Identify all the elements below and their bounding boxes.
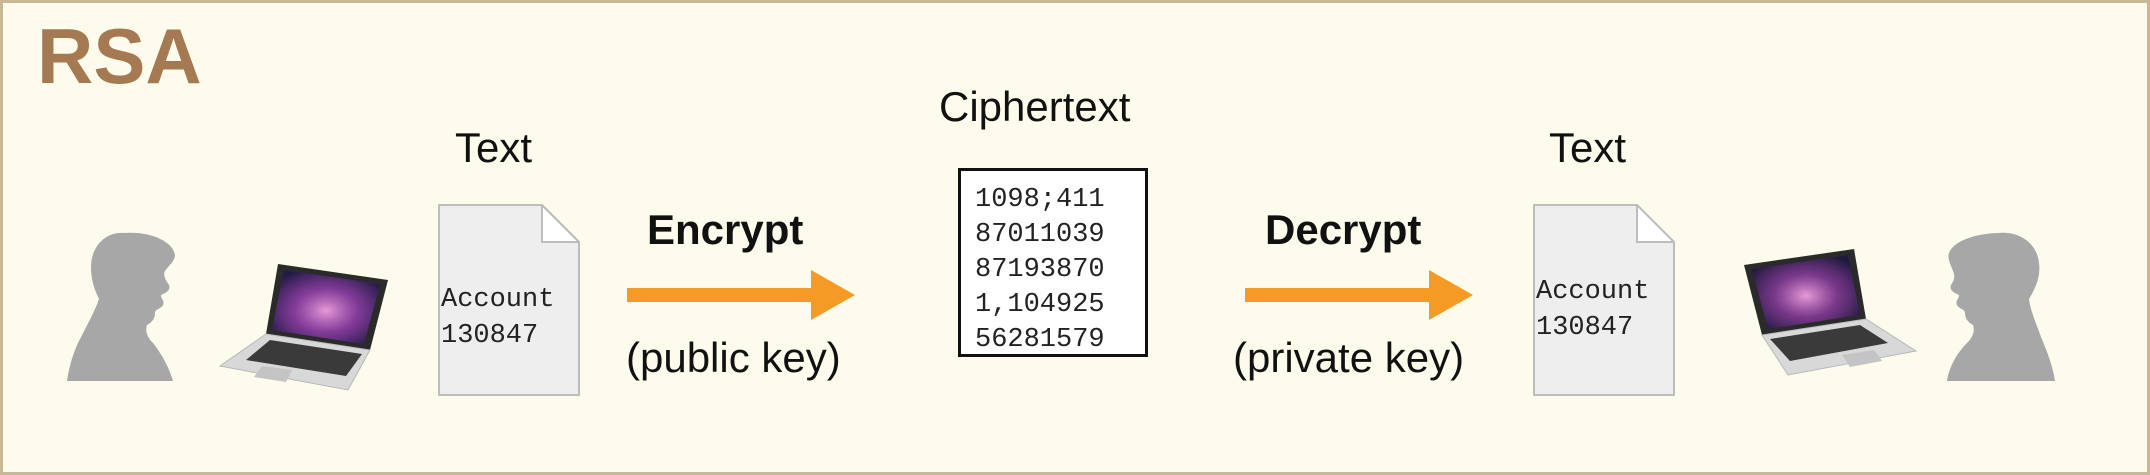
receiver-laptop-icon (1744, 249, 1918, 376)
sender-doc-line-1: Account (441, 285, 555, 315)
cipher-line-3: 87193870 (975, 255, 1105, 285)
sender-document: Account 130847 (438, 204, 580, 396)
receiver-doc-line-2: 130847 (1536, 313, 1634, 343)
public-key-label: (public key) (626, 334, 841, 381)
private-key-label: (private key) (1233, 334, 1465, 381)
sender-doc-line-2: 130847 (441, 321, 539, 351)
receiver-silhouette-icon (1947, 232, 2055, 381)
ciphertext-box: 1098;411 87011039 87193870 1,104925 5628… (958, 168, 1148, 357)
cipher-line-5: 56281579 (975, 325, 1105, 355)
sender-text-label: Text (455, 124, 533, 171)
document-icon (438, 204, 580, 396)
document-icon (1533, 204, 1675, 396)
cipher-line-1: 1098;411 (975, 185, 1105, 215)
cipher-line-2: 87011039 (975, 220, 1105, 250)
receiver-text-label: Text (1549, 124, 1627, 171)
encrypt-arrow-icon (627, 270, 855, 320)
decrypt-arrow-icon (1245, 270, 1473, 320)
sender-laptop-icon (218, 264, 388, 391)
decrypt-label: Decrypt (1265, 206, 1422, 253)
ciphertext-label: Ciphertext (939, 83, 1131, 130)
receiver-doc-line-1: Account (1536, 277, 1650, 307)
sender-silhouette-icon (67, 232, 175, 381)
receiver-document: Account 130847 (1533, 204, 1675, 396)
cipher-line-4: 1,104925 (975, 290, 1105, 320)
encrypt-label: Encrypt (647, 206, 804, 253)
diagram-title: RSA (37, 12, 202, 100)
